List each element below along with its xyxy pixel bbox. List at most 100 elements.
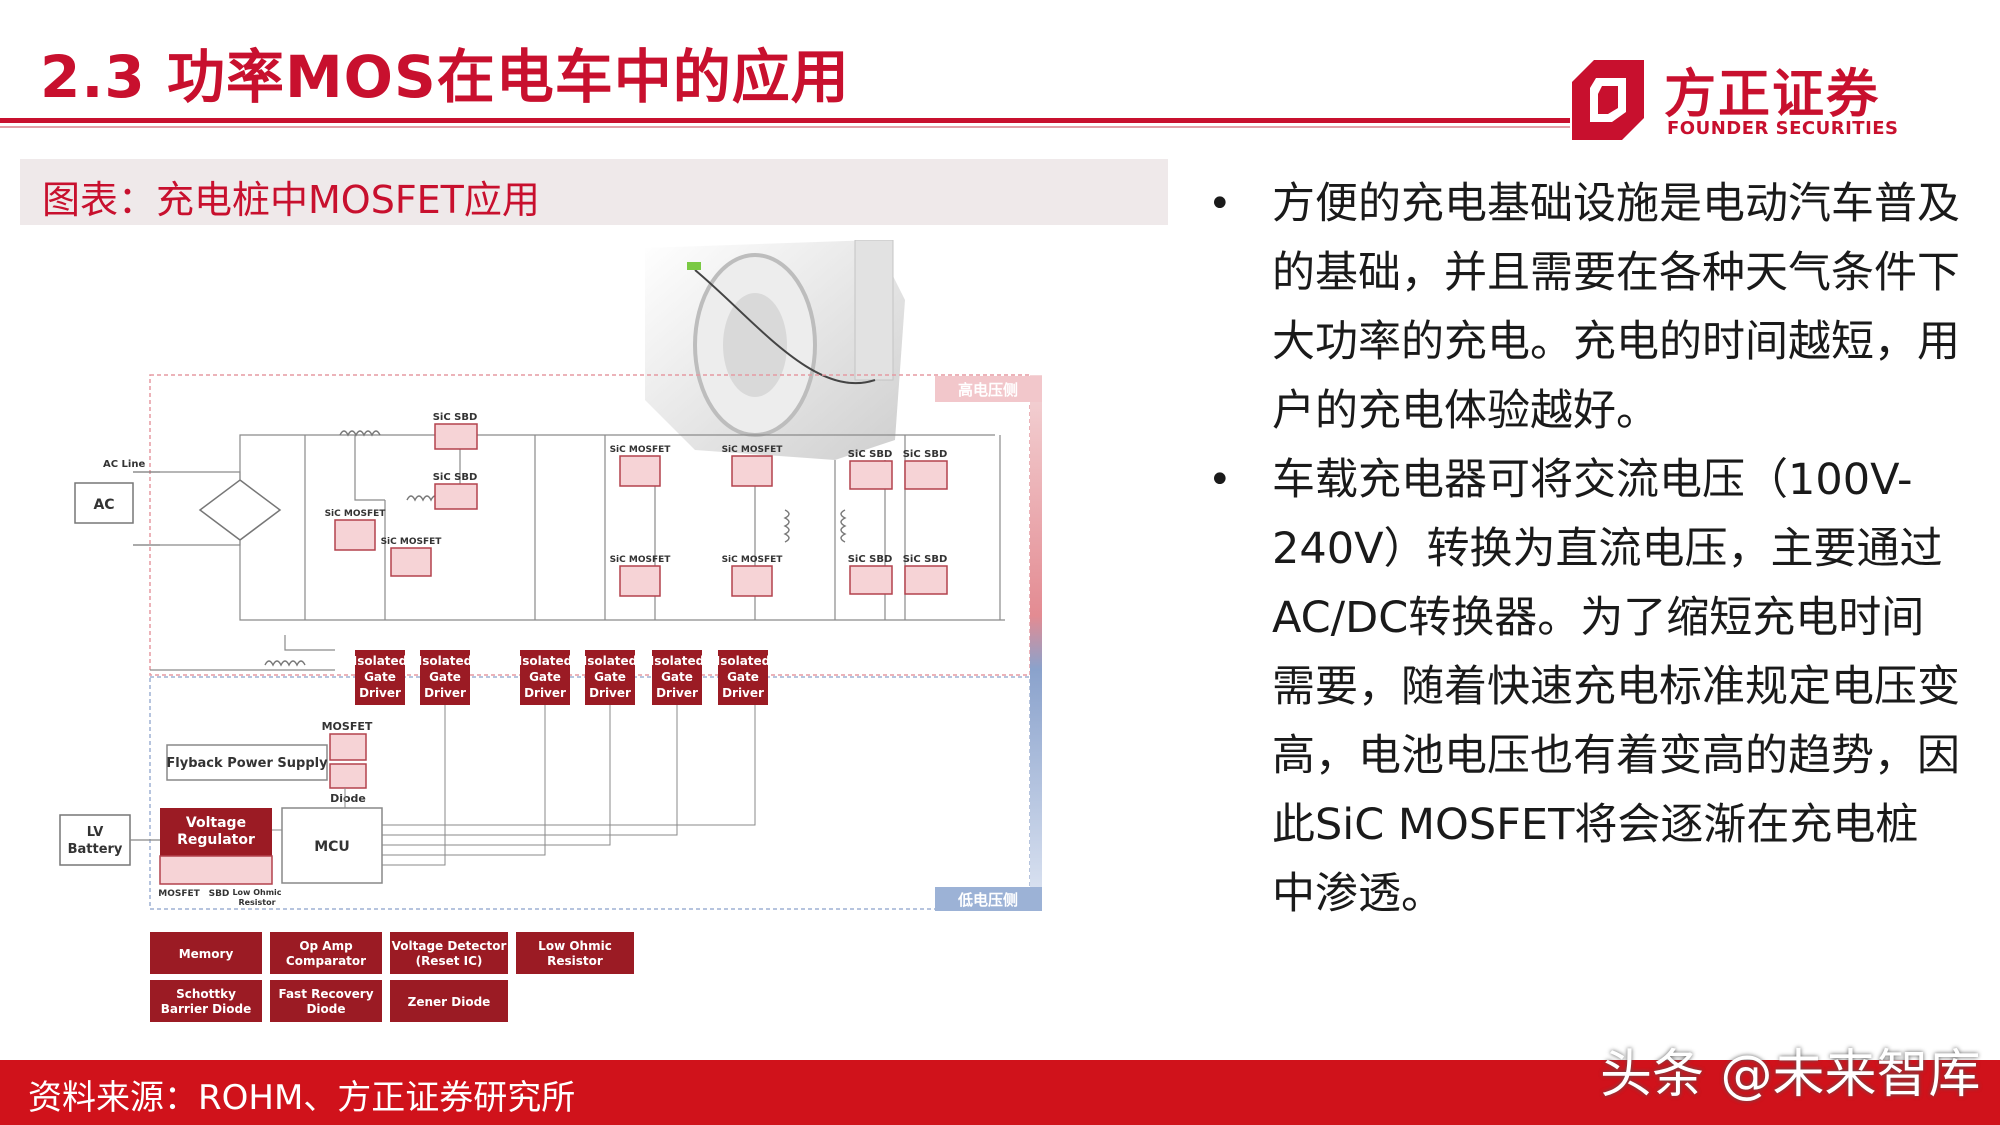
- circuit-wiring: [150, 434, 1005, 671]
- svg-text:SiC MOSFET: SiC MOSFET: [610, 445, 672, 455]
- source-note: 资料来源：ROHM、方正证券研究所: [28, 1078, 576, 1118]
- ev-charger-illustration: [645, 240, 905, 460]
- bullet-list: • 方便的充电基础设施是电动汽车普及的基础，并且需要在各种天气条件下大功率的充电…: [1200, 170, 1960, 929]
- svg-text:Driver: Driver: [524, 686, 566, 700]
- transformer-coil: [783, 509, 790, 543]
- flyback-power-supply-box: [166, 744, 328, 781]
- sic-mosfet-2: SiC MOSFET: [381, 537, 443, 577]
- svg-text:SiC SBD: SiC SBD: [433, 412, 478, 423]
- svg-text:Gate: Gate: [727, 670, 759, 684]
- sic-sbd-5: SiC SBD: [848, 554, 893, 595]
- svg-text:Isolated: Isolated: [716, 654, 771, 668]
- bullet-dot-icon: •: [1208, 457, 1232, 503]
- sic-sbd-2: SiC SBD: [433, 472, 478, 510]
- svg-text:SiC SBD: SiC SBD: [848, 554, 893, 565]
- svg-text:Driver: Driver: [589, 686, 631, 700]
- mcu-label: MCU: [314, 839, 350, 855]
- svg-text:SiC SBD: SiC SBD: [848, 449, 893, 460]
- svg-text:Comparator: Comparator: [286, 954, 366, 968]
- figure-title-bar: 图表：充电桩中MOSFET应用: [20, 159, 1168, 225]
- footer-bar: 资料来源：ROHM、方正证券研究所: [0, 1060, 2000, 1125]
- bullet-item: • 车载充电器可将交流电压（100V-240V）转换为直流电压，主要通过AC/D…: [1200, 446, 1960, 929]
- bullet-dot-icon: •: [1208, 181, 1232, 227]
- high-voltage-zone: [149, 374, 1031, 676]
- svg-text:Low Ohmic: Low Ohmic: [538, 939, 612, 953]
- logo-chinese-name: 方正证券: [1664, 65, 1881, 125]
- vr-resistor-label-2: Resistor: [238, 898, 275, 907]
- lv-battery-label-line2: Battery: [68, 842, 123, 857]
- svg-text:SiC MOSFET: SiC MOSFET: [381, 537, 443, 547]
- svg-text:Diode: Diode: [306, 1002, 345, 1016]
- flyback-mosfet-label: MOSFET: [322, 720, 373, 733]
- sic-mosfet-4: SiC MOSFET: [722, 445, 783, 487]
- lv-battery-box: [59, 814, 131, 866]
- svg-text:Op Amp: Op Amp: [299, 939, 353, 953]
- legend-zener-diode: Zener Diode: [390, 980, 508, 1022]
- svg-text:SiC MOSFET: SiC MOSFET: [722, 555, 784, 565]
- svg-text:SiC MOSFET: SiC MOSFET: [325, 509, 387, 519]
- isolated-gate-driver-6: Isolated Gate Driver: [716, 650, 771, 705]
- bridge-rectifier: [198, 479, 282, 541]
- isolated-gate-driver-2: Isolated Gate Driver: [418, 650, 473, 705]
- charging-pile-circuit-diagram: 高电压侧 低电压侧 AC Line AC SiC SBD: [59, 240, 1042, 1022]
- svg-text:Isolated: Isolated: [583, 654, 638, 668]
- low-voltage-label: 低电压侧: [957, 891, 1018, 909]
- flyback-diode: [329, 763, 367, 789]
- flyback-power-supply-label: Flyback Power Supply: [166, 756, 328, 771]
- svg-text:Isolated: Isolated: [353, 654, 408, 668]
- svg-text:Driver: Driver: [656, 686, 698, 700]
- page-title: 2.3 功率MOS在电车中的应用: [40, 43, 850, 111]
- voltage-regulator: Voltage Regulator: [159, 808, 273, 885]
- lv-battery-label-line1: LV: [87, 825, 104, 840]
- bullet-text: 方便的充电基础设施是电动汽车普及的基础，并且需要在各种天气条件下大功率的充电。充…: [1272, 179, 1960, 436]
- svg-text:Isolated: Isolated: [650, 654, 705, 668]
- vr-mosfet-label: MOSFET: [158, 889, 200, 899]
- sic-mosfet-3: SiC MOSFET: [610, 445, 672, 487]
- svg-text:Isolated: Isolated: [418, 654, 473, 668]
- sic-sbd-6: SiC SBD: [903, 554, 948, 595]
- sic-mosfet-5: SiC MOSFET: [610, 555, 671, 597]
- vr-resistor-label-1: Low Ohmic: [232, 888, 281, 897]
- svg-text:Driver: Driver: [359, 686, 401, 700]
- svg-text:SiC SBD: SiC SBD: [903, 449, 948, 460]
- ac-source-box: [74, 482, 134, 524]
- svg-text:Gate: Gate: [594, 670, 626, 684]
- svg-text:Regulator: Regulator: [177, 832, 255, 848]
- svg-text:Driver: Driver: [722, 686, 764, 700]
- sic-mosfet-1: SiC MOSFET: [325, 509, 387, 551]
- svg-text:Gate: Gate: [529, 670, 561, 684]
- svg-text:Gate: Gate: [429, 670, 461, 684]
- sic-sbd-4: SiC SBD: [903, 449, 948, 490]
- inductor-3: [264, 660, 306, 667]
- legend-op-amp-comparator: Op Amp Comparator: [270, 932, 382, 974]
- figure-title: 图表：充电桩中MOSFET应用: [42, 178, 540, 222]
- svg-text:Resistor: Resistor: [547, 954, 603, 968]
- sic-sbd-3: SiC SBD: [848, 449, 893, 490]
- svg-text:Schottky: Schottky: [176, 987, 236, 1001]
- isolated-gate-driver-3: Isolated Gate Driver: [518, 650, 573, 705]
- bullet-text: 车载充电器可将交流电压（100V-240V）转换为直流电压，主要通过AC/DC转…: [1272, 455, 1960, 919]
- vr-sbd-label: SBD: [209, 889, 230, 899]
- bullet-item: • 方便的充电基础设施是电动汽车普及的基础，并且需要在各种天气条件下大功率的充电…: [1200, 170, 1960, 446]
- legend-fast-recovery-diode: Fast Recovery Diode: [270, 980, 382, 1022]
- high-voltage-label: 高电压侧: [958, 381, 1018, 399]
- title-divider-thin: [0, 126, 1570, 128]
- inductor-1: [339, 430, 381, 437]
- watermark: 头条 @未来智库: [1600, 1045, 1981, 1105]
- svg-text:Voltage: Voltage: [186, 815, 246, 831]
- svg-text:Fast Recovery: Fast Recovery: [278, 987, 373, 1001]
- legend-schottky-barrier-diode: Schottky Barrier Diode: [150, 980, 262, 1022]
- flyback-diode-label: Diode: [330, 792, 366, 805]
- logo-english-name: FOUNDER SECURITIES: [1667, 118, 1899, 139]
- legend-low-ohmic-resistor: Low Ohmic Resistor: [516, 932, 634, 974]
- svg-text:Zener Diode: Zener Diode: [408, 995, 491, 1009]
- svg-text:SiC SBD: SiC SBD: [903, 554, 948, 565]
- company-logo: 方正证券 FOUNDER SECURITIES: [1572, 52, 1902, 142]
- svg-text:Driver: Driver: [424, 686, 466, 700]
- svg-text:Gate: Gate: [661, 670, 693, 684]
- svg-text:(Reset IC): (Reset IC): [416, 954, 483, 968]
- svg-text:Barrier Diode: Barrier Diode: [161, 1002, 251, 1016]
- sic-mosfet-6: SiC MOSFET: [722, 555, 784, 597]
- svg-text:Isolated: Isolated: [518, 654, 573, 668]
- flyback-mosfet: [329, 733, 367, 761]
